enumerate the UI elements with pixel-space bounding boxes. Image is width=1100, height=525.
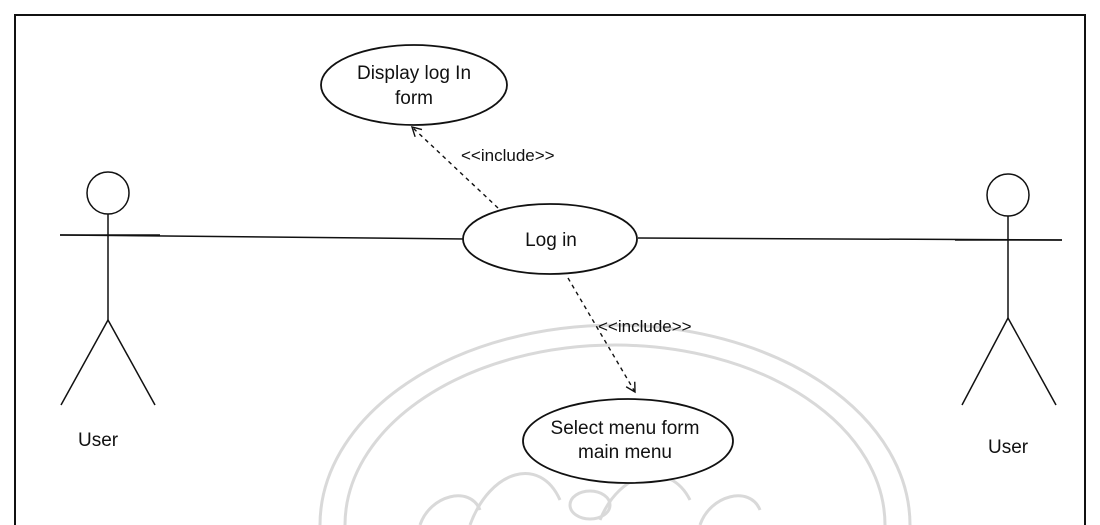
svg-text:Select menu form: Select menu form xyxy=(551,418,700,439)
include-arrow-top xyxy=(410,126,499,209)
use-case-display-login: Display log In form xyxy=(320,44,508,126)
actor-left-head xyxy=(86,171,130,215)
use-case-select-menu: Select menu form main menu xyxy=(522,398,734,484)
include-label-bottom: <<include>> xyxy=(598,317,692,336)
actor-right-head xyxy=(986,173,1030,217)
svg-text:Display log In: Display log In xyxy=(357,63,471,84)
use-case-login: Log in xyxy=(462,203,638,275)
actor-right-label: User xyxy=(988,437,1029,458)
svg-text:Log in: Log in xyxy=(525,230,577,251)
svg-text:main menu: main menu xyxy=(578,442,672,463)
actor-right xyxy=(955,173,1062,406)
watermark-seal xyxy=(318,323,912,525)
include-arrow-bottom xyxy=(567,277,636,394)
actor-left xyxy=(60,171,160,406)
system-boundary xyxy=(14,14,1086,525)
svg-text:form: form xyxy=(395,88,433,109)
include-label-top: <<include>> xyxy=(461,146,555,165)
actor-left-label: User xyxy=(78,430,119,451)
